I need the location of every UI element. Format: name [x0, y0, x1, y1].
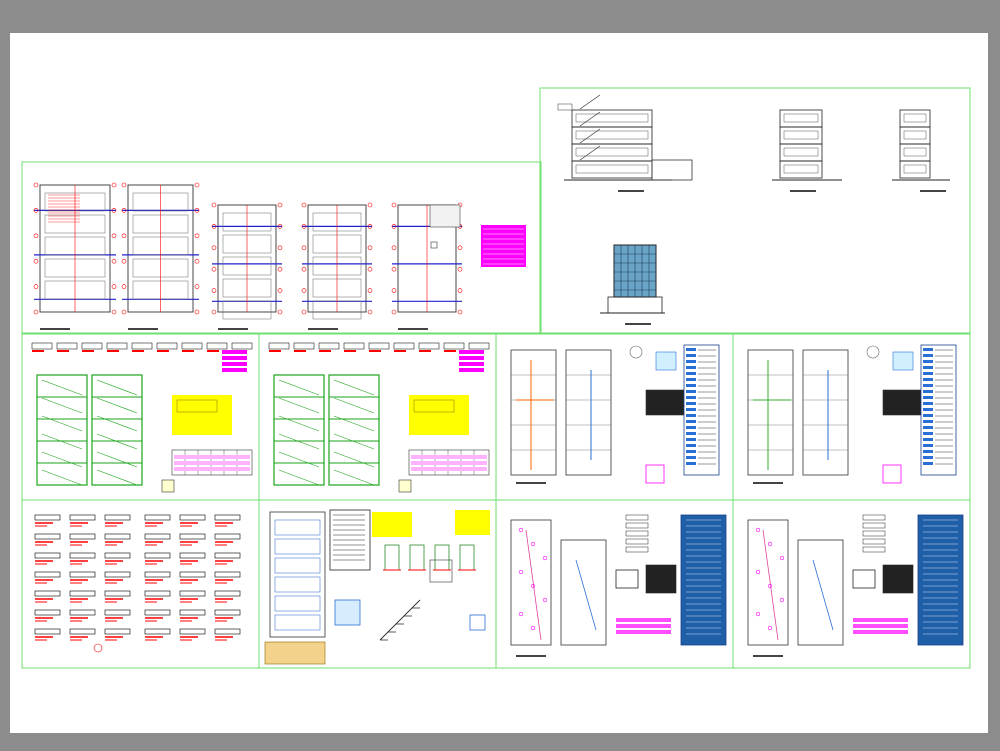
plan-title-bar: [398, 328, 428, 330]
beam-detail: [34, 514, 61, 521]
beam-detail: [34, 609, 61, 616]
column-detail: [384, 544, 400, 571]
beam-detail: [69, 514, 96, 521]
beam-detail: [144, 628, 171, 635]
glass-facade-elevation: [600, 244, 665, 314]
panel-beam-details: [21, 499, 260, 669]
panel-board: [852, 569, 876, 589]
beam-detail: [69, 628, 96, 635]
panel-frame: [21, 499, 260, 669]
beam-detail: [179, 514, 206, 521]
elevation-title-bar: [618, 190, 644, 192]
slab-plan: [269, 511, 326, 638]
panel-board: [615, 569, 639, 589]
beam-detail: [179, 609, 206, 616]
beam-detail: [144, 533, 171, 540]
plan-title-bar: [40, 328, 70, 330]
plumbing-title-bar: [753, 482, 783, 484]
beam-detail: [214, 609, 241, 616]
electrical-plan-b: [747, 514, 964, 657]
beam-detail: [144, 514, 171, 521]
beam-detail: [179, 590, 206, 597]
floor-plan: [121, 182, 200, 330]
water-supply-plan: [510, 344, 720, 484]
detail-marker: [93, 643, 103, 653]
slab-details-group: [264, 509, 490, 665]
column-detail: [459, 544, 475, 571]
legend-table: [481, 225, 526, 267]
beam-detail: [104, 552, 131, 559]
beam-detail: [214, 552, 241, 559]
floor-plan: [33, 182, 117, 330]
beam-detail: [144, 552, 171, 559]
beam-detail: [214, 590, 241, 597]
elevation-title-bar: [920, 190, 946, 192]
beam-detail: [214, 514, 241, 521]
beam-detail: [179, 571, 206, 578]
beam-detail: [179, 552, 206, 559]
elevation-title-bar: [625, 323, 651, 325]
foundation-plan-a: [31, 342, 253, 493]
elevation-title-bar: [790, 190, 816, 192]
plan-title-bar: [128, 328, 158, 330]
electrical-title-bar: [516, 655, 546, 657]
beam-detail: [69, 533, 96, 540]
plan-title-bar: [308, 328, 338, 330]
drainage-plan: [747, 344, 957, 484]
beam-detail: [179, 628, 206, 635]
electrical-plan-a: [510, 514, 727, 657]
beam-detail: [104, 533, 131, 540]
drawing-sheet: [10, 33, 988, 733]
beam-detail: [214, 628, 241, 635]
beam-detail: [214, 571, 241, 578]
column-detail: [409, 544, 425, 571]
beam-detail: [69, 552, 96, 559]
beam-detail: [104, 628, 131, 635]
footing-table: [264, 641, 326, 665]
beam-detail: [34, 571, 61, 578]
column-detail: [434, 544, 450, 571]
plumbing-title-bar: [516, 482, 546, 484]
foundation-plan-b: [268, 342, 490, 493]
beam-detail: [144, 609, 171, 616]
panel-elevations: [539, 87, 971, 334]
floor-plan: [301, 202, 373, 330]
notes-block: [329, 509, 371, 571]
panel-electrical-b: [732, 499, 971, 669]
rear-elevation: [892, 109, 950, 181]
floor-plans-group: [33, 182, 526, 330]
panel-floor-plans: [21, 161, 542, 334]
panel-frame: [21, 161, 542, 334]
panel-frame: [539, 87, 971, 334]
beam-detail: [104, 609, 131, 616]
front-elevation: [772, 109, 842, 181]
beam-detail: [34, 552, 61, 559]
beam-detail: [104, 571, 131, 578]
beam-detail: [69, 590, 96, 597]
beam-details-group: [34, 514, 241, 653]
electrical-title-bar: [753, 655, 783, 657]
beam-detail: [214, 533, 241, 540]
beam-detail: [179, 533, 206, 540]
beam-detail: [144, 590, 171, 597]
section-cut: [557, 94, 693, 181]
roof-plan: [429, 204, 461, 249]
beam-detail: [104, 514, 131, 521]
beam-detail: [34, 590, 61, 597]
plan-title-bar: [218, 328, 248, 330]
beam-detail: [144, 571, 171, 578]
beam-detail: [104, 590, 131, 597]
elevations-group: [557, 94, 950, 325]
cistern-detail: [334, 599, 361, 626]
beam-detail: [34, 533, 61, 540]
beam-detail: [69, 571, 96, 578]
beam-detail: [69, 609, 96, 616]
panel-frame: [732, 499, 971, 669]
beam-detail: [34, 628, 61, 635]
floor-plan: [211, 202, 283, 330]
